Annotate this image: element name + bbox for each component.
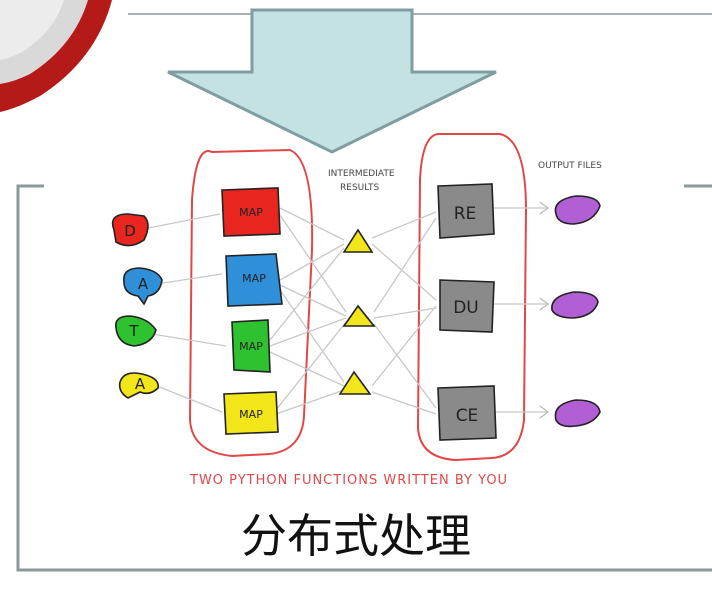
footer-note: TWO PYTHON FUNCTIONS WRITTEN BY YOU	[189, 473, 508, 488]
reducer-box-ce: CE	[437, 385, 497, 441]
input-letter: A	[138, 275, 149, 293]
intermediate-triangle	[342, 228, 374, 253]
intermediate-label: INTERMEDIATE	[328, 169, 395, 179]
map-box-blue: MAP	[225, 253, 283, 307]
map-label: MAP	[239, 340, 263, 353]
map-label: MAP	[239, 206, 263, 219]
intermediate-label-line2: RESULTS	[340, 183, 380, 193]
map-box-green: MAP	[231, 319, 271, 373]
intermediate-triangle	[338, 370, 372, 395]
input-blob-a2: A	[118, 372, 159, 399]
reducer-label: CE	[456, 406, 479, 426]
output-blob	[554, 195, 601, 225]
reducer-box-re: RE	[437, 183, 495, 239]
reduce-group-outline	[416, 133, 528, 462]
slide-frame	[16, 13, 712, 572]
connector-lines	[137, 207, 548, 415]
slide-caption: 分布式处理	[241, 509, 471, 563]
corner-ornament	[0, 0, 112, 112]
input-letter: A	[135, 375, 146, 393]
output-blob	[551, 291, 599, 319]
map-label: MAP	[242, 272, 266, 285]
output-label: OUTPUT FILES	[538, 161, 602, 171]
output-arrowheads	[539, 201, 550, 419]
input-blob-d: D	[111, 213, 149, 247]
input-blob-t: T	[114, 315, 157, 347]
down-arrow	[167, 8, 497, 154]
reducer-label: RE	[454, 204, 477, 224]
reducer-label: DU	[453, 298, 479, 318]
map-box-red: MAP	[221, 187, 281, 237]
map-group-outline	[188, 148, 314, 458]
input-letter: T	[128, 322, 139, 340]
map-box-yellow: MAP	[223, 391, 279, 435]
intermediate-triangle	[342, 304, 376, 327]
map-label: MAP	[239, 408, 263, 421]
input-letter: D	[124, 222, 136, 240]
reducer-box-du: DU	[439, 279, 495, 333]
input-blob-a: A	[123, 267, 163, 306]
output-blob	[554, 399, 601, 428]
